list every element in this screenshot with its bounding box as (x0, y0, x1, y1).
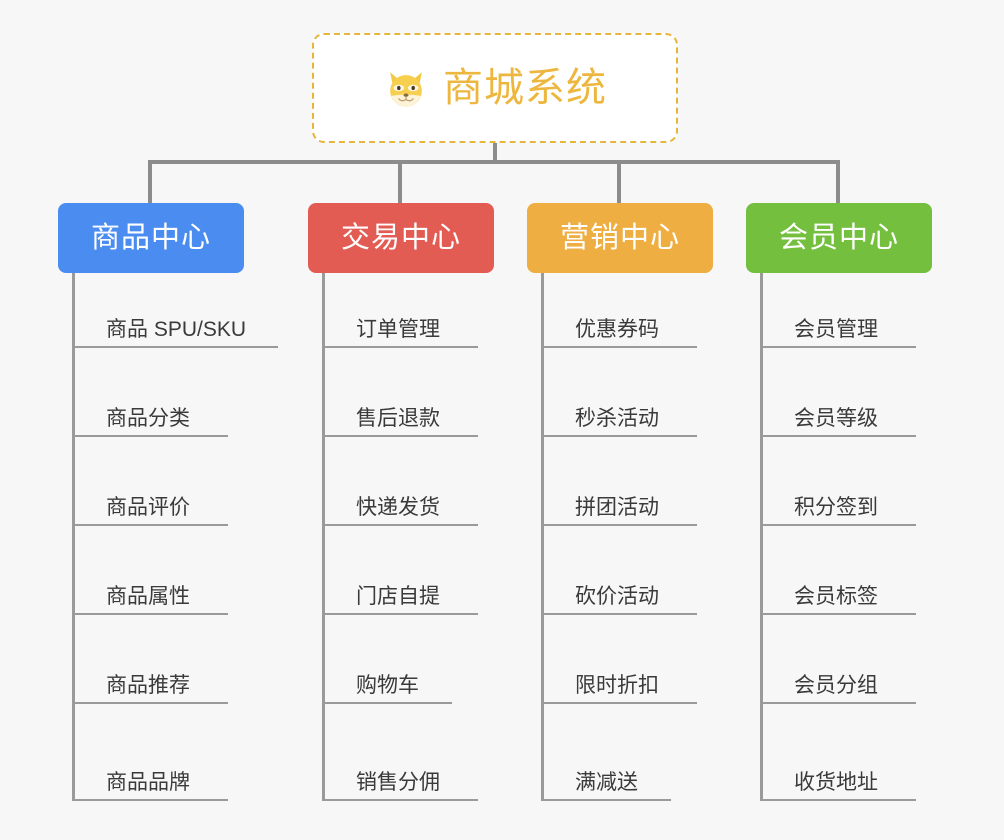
connector-drop-product-center (148, 160, 152, 204)
leaf-label: 收货地址 (794, 771, 878, 794)
connector-root-stem (493, 143, 497, 163)
spine-marketing-center (541, 273, 544, 801)
connector-drop-trade-center (398, 160, 402, 204)
category-box-trade-center[interactable]: 交易中心 (308, 203, 494, 273)
connector-drop-member-center (836, 160, 840, 204)
leaf-label: 会员分组 (794, 674, 878, 697)
leaf-label: 商品评价 (106, 496, 190, 519)
leaf-rule (322, 702, 452, 704)
leaf-label: 订单管理 (356, 318, 440, 341)
shiba-dog-face-icon (390, 72, 422, 107)
leaf-label: 会员等级 (794, 407, 878, 430)
leaf-rule (760, 524, 916, 526)
leaf-rule (541, 702, 697, 704)
leaf-label: 会员标签 (794, 585, 878, 608)
category-label-product-center: 商品中心 (90, 221, 211, 254)
leaf-rule (541, 613, 697, 615)
leaf-rule (322, 613, 478, 615)
spine-product-center (72, 273, 75, 801)
leaf-rule (322, 346, 478, 348)
leaf-rule (72, 702, 228, 704)
leaf-label: 销售分佣 (356, 771, 440, 794)
connector-horizontal-bus (148, 160, 840, 164)
leaf-label: 拼团活动 (575, 496, 659, 519)
leaf-label: 售后退款 (356, 407, 440, 430)
leaf-label: 商品属性 (106, 585, 190, 608)
category-box-marketing-center[interactable]: 营销中心 (527, 203, 713, 273)
leaf-label: 商品推荐 (106, 674, 190, 697)
leaf-rule (72, 613, 228, 615)
leaf-label: 快递发货 (356, 496, 440, 519)
leaf-label: 商品分类 (106, 407, 190, 430)
leaf-rule (760, 799, 916, 801)
leaf-rule (322, 435, 478, 437)
leaf-rule (541, 346, 697, 348)
category-label-marketing-center: 营销中心 (559, 221, 680, 254)
leaf-rule (72, 346, 278, 348)
leaf-rule (72, 435, 228, 437)
leaf-rule (72, 524, 228, 526)
leaf-rule (541, 524, 697, 526)
leaf-label: 商品品牌 (106, 771, 190, 794)
leaf-rule (760, 702, 916, 704)
leaf-rule (760, 613, 916, 615)
leaf-rule (322, 524, 478, 526)
leaf-label: 砍价活动 (575, 585, 659, 608)
leaf-rule (72, 799, 228, 801)
leaf-label: 优惠券码 (575, 318, 659, 341)
leaf-rule (541, 435, 697, 437)
leaf-label: 限时折扣 (575, 674, 659, 697)
root-node-mall-system[interactable]: 商城系统 (312, 33, 678, 143)
leaf-label: 会员管理 (794, 318, 878, 341)
connector-drop-marketing-center (617, 160, 621, 204)
leaf-label: 秒杀活动 (575, 407, 659, 430)
leaf-rule (760, 346, 916, 348)
leaf-rule (760, 435, 916, 437)
leaf-label: 门店自提 (356, 585, 440, 608)
category-label-trade-center: 交易中心 (340, 221, 461, 254)
leaf-rule (322, 799, 478, 801)
leaf-label: 积分签到 (794, 496, 878, 519)
spine-trade-center (322, 273, 325, 801)
spine-member-center (760, 273, 763, 801)
category-box-product-center[interactable]: 商品中心 (58, 203, 244, 273)
leaf-label: 满减送 (575, 771, 638, 794)
category-label-member-center: 会员中心 (778, 221, 899, 254)
leaf-rule (541, 799, 671, 801)
leaf-label: 商品 SPU/SKU (106, 318, 247, 341)
category-box-member-center[interactable]: 会员中心 (746, 203, 932, 273)
root-title: 商城系统 (443, 66, 607, 110)
leaf-label: 购物车 (356, 674, 419, 697)
